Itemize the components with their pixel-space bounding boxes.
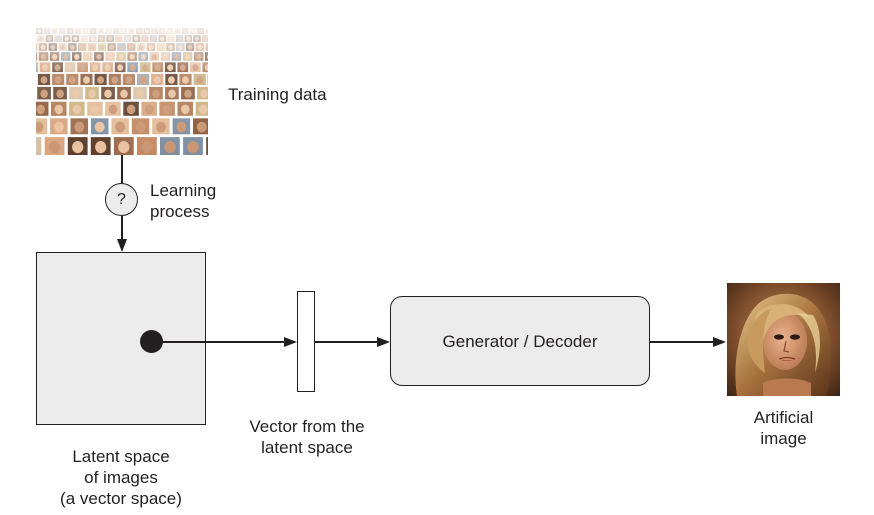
learning-connector-top: [121, 155, 123, 183]
learning-connector-bottom: [121, 216, 123, 240]
latent-space-line-2: of images: [84, 468, 158, 487]
point-to-vector-arrowhead: [284, 337, 297, 347]
vector-label-line-1: Vector from the: [249, 417, 365, 436]
generator-to-image-arrowhead: [713, 337, 726, 347]
generator-decoder-label: Generator / Decoder: [442, 331, 598, 351]
vector-label-line-2: latent space: [261, 438, 353, 457]
artificial-face-image: [727, 283, 840, 396]
learning-process-question-node: ?: [105, 183, 138, 216]
artificial-image-label: Artificial image: [727, 407, 840, 449]
vector-to-generator-line: [315, 341, 378, 343]
latent-space-label: Latent space of images (a vector space): [31, 446, 211, 509]
learning-arrowhead: [117, 239, 127, 252]
latent-space-line-3: (a vector space): [60, 489, 182, 508]
learning-process-label: Learning process: [150, 180, 216, 222]
vector-label: Vector from the latent space: [222, 416, 392, 458]
latent-space-box: [36, 252, 206, 425]
training-data-label: Training data: [228, 85, 327, 104]
artificial-image-line-2: image: [760, 429, 807, 448]
question-mark: ?: [117, 190, 126, 208]
learning-process-line-1: Learning: [150, 181, 217, 200]
training-data-image: [36, 28, 208, 155]
point-to-vector-line: [160, 341, 285, 343]
latent-vector: [297, 291, 315, 392]
latent-space-line-1: Latent space: [72, 447, 170, 466]
vector-to-generator-arrowhead: [377, 337, 390, 347]
learning-process-line-2: process: [150, 202, 210, 221]
generator-to-image-line: [650, 341, 714, 343]
latent-point: [140, 330, 163, 353]
generator-decoder-box: Generator / Decoder: [390, 296, 650, 386]
artificial-image-line-1: Artificial: [753, 408, 814, 427]
